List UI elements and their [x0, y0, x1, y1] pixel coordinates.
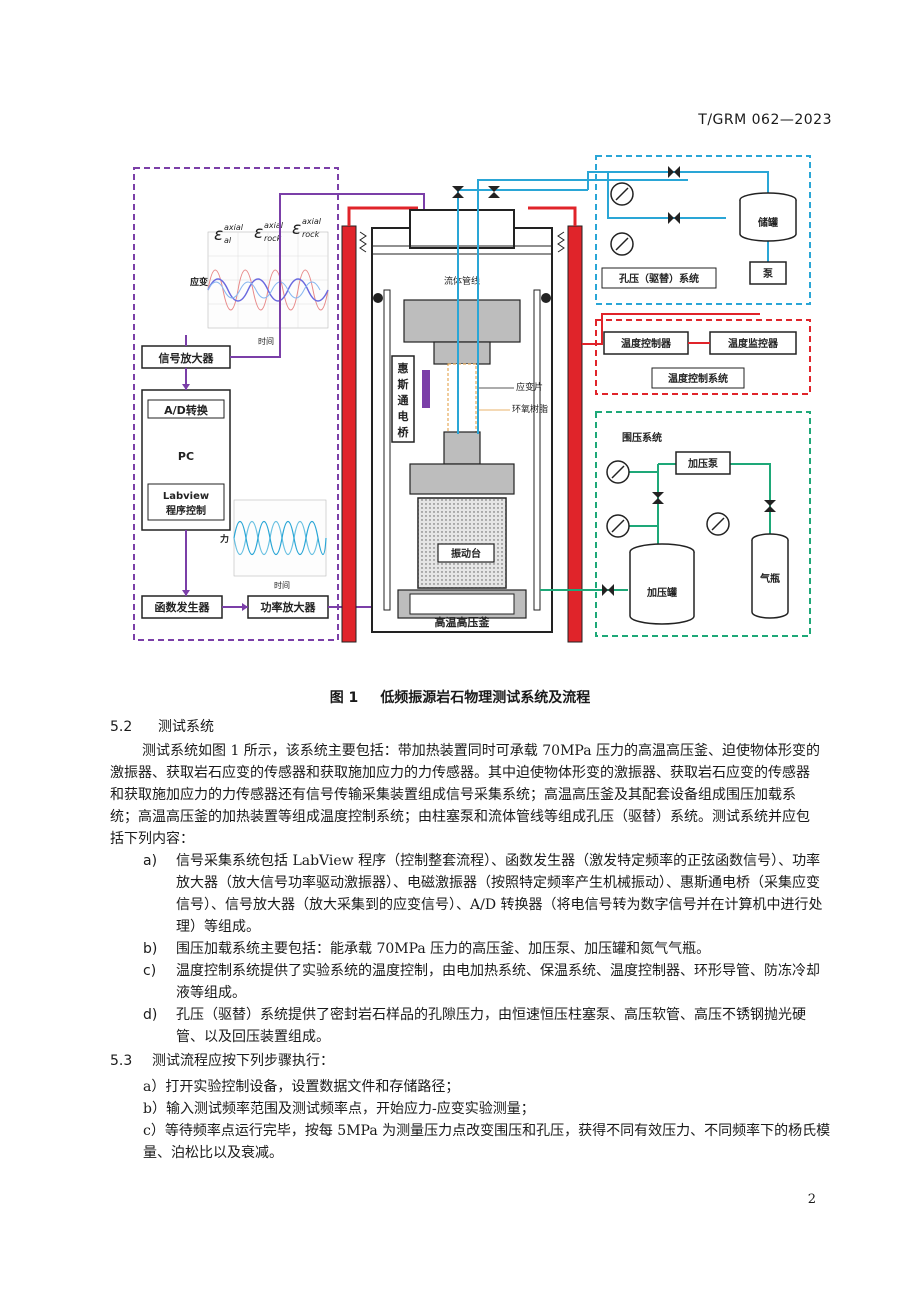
valve-top-right: [488, 186, 500, 198]
svg-text:axial: axial: [302, 217, 322, 226]
list-item-b: b) 围压加载系统主要包括：能承载 70MPa 压力的高压釜、加压泵、加压罐和氮…: [143, 938, 833, 960]
confining-system-box: [595, 411, 811, 637]
signal-amplifier-label: 信号放大器: [159, 351, 215, 365]
document-code: T/GRM 062—2023: [698, 112, 832, 128]
pressure-vessel: [341, 206, 583, 643]
list-item-label: c): [143, 963, 157, 979]
valve-pore-2: [668, 212, 680, 224]
force-axis-label: 力: [220, 533, 229, 545]
fluid-line-label: 流体管线: [444, 275, 480, 287]
svg-text:惠: 惠: [398, 361, 409, 375]
conf-system-label: 围压系统: [622, 431, 662, 444]
strain-gauge-element: [422, 370, 430, 408]
svg-text:桥: 桥: [398, 425, 410, 439]
list-item-text: 温度控制系统提供了实验系统的温度控制，由电加热系统、保温系统、温度控制器、环形导…: [176, 963, 820, 1001]
power-amplifier-label: 功率放大器: [261, 600, 317, 614]
valve-top-left: [452, 186, 464, 198]
valve-conf-1: [652, 492, 664, 504]
storage-label: 储罐: [757, 216, 778, 229]
step-b: b）输入测试频率范围及测试频率点，开始应力-应变实验测量；: [143, 1101, 535, 1117]
svg-text:通: 通: [398, 394, 409, 407]
temp-controller-label: 温度控制器: [621, 337, 672, 350]
list-item-a: a) 信号采集系统包括 LabView 程序（控制整套流程）、函数发生器（激发特…: [143, 850, 833, 938]
valve-conf-3: [602, 584, 614, 596]
strain-axis-label: 应变: [190, 276, 208, 288]
figure-caption: 图 1 低频振源岩石物理测试系统及流程: [0, 687, 920, 707]
gas-cylinder-label: 气瓶: [759, 572, 780, 585]
epsilon-rock2-label: ε axial rock: [292, 217, 322, 239]
epoxy-label: 环氧树脂: [512, 403, 548, 415]
time-axis-label: 时间: [258, 336, 274, 346]
pressure-tank: [629, 543, 695, 625]
figure-caption-text: 低频振源岩石物理测试系统及流程: [380, 690, 591, 706]
temp-system-label: 温度控制系统: [668, 372, 728, 385]
epsilon-rock-label: ε axial rock: [254, 221, 284, 243]
step-c: c）等待频率点运行完毕，按每 5MPa 为测量压力点改变围压和孔压，获得不同有效…: [143, 1123, 831, 1161]
svg-text:axial: axial: [224, 223, 244, 232]
section-5-2-paragraph: 测试系统如图 1 所示，该系统主要包括：带加热装置同时可承载 70MPa 压力的…: [110, 740, 822, 850]
list-item-label: d): [143, 1007, 158, 1023]
labview-label-2: 程序控制: [166, 504, 206, 517]
pressure-tank-label: 加压罐: [646, 586, 677, 599]
pore-system-box: [595, 155, 811, 305]
svg-text:rock: rock: [302, 230, 320, 239]
svg-text:斯: 斯: [398, 377, 409, 391]
section-title: 测试系统: [158, 719, 214, 735]
time-axis-label-2: 时间: [274, 580, 290, 590]
valve-conf-2: [764, 500, 776, 512]
list-item-c: c) 温度控制系统提供了实验系统的温度控制，由电加热系统、保温系统、温度控制器、…: [143, 960, 833, 1004]
function-generator-label: 函数发生器: [155, 600, 211, 614]
signal-system-box: [133, 167, 339, 641]
valve-pore-1: [668, 166, 680, 178]
strain-gauge-label: 应变片: [516, 381, 543, 393]
section-title: 测试流程应按下列步骤执行：: [152, 1053, 334, 1069]
pc-label: PC: [178, 450, 194, 463]
list-item-label: a): [143, 853, 158, 869]
paragraph-text: 测试系统如图 1 所示，该系统主要包括：带加热装置同时可承载 70MPa 压力的…: [110, 743, 820, 847]
force-plot: [233, 499, 327, 577]
shaker-label: 振动台: [451, 547, 481, 560]
labview-label-1: Labview: [163, 491, 209, 502]
section-number: 5.3: [110, 1053, 133, 1069]
svg-text:rock: rock: [264, 234, 282, 243]
storage-tank: [739, 192, 797, 242]
pore-system-label: 孔压（驱替）系统: [619, 272, 699, 285]
svg-text:al: al: [224, 236, 232, 245]
pump-label: 泵: [763, 268, 774, 280]
section-5-3-heading: 5.3 测试流程应按下列步骤执行：: [110, 1050, 334, 1070]
ad-convert-label: A/D转换: [164, 403, 209, 417]
temperature-system-box: [595, 319, 811, 395]
list-item-label: b): [143, 941, 158, 957]
temp-monitor-label: 温度监控器: [728, 337, 779, 350]
svg-text:axial: axial: [264, 221, 284, 230]
pump-box: [749, 261, 787, 285]
shaker-box: [437, 543, 495, 563]
system-diagram: 应变 时间 ε axial al ε axial rock ε axial ro…: [128, 150, 818, 650]
list-item-d: d) 孔压（驱替）系统提供了密封岩石样品的孔隙压力，由恒速恒压柱塞泵、高压软管、…: [143, 1004, 833, 1048]
boost-pump-label: 加压泵: [687, 457, 719, 470]
list-item-text: 围压加载系统主要包括：能承载 70MPa 压力的高压釜、加压泵、加压罐和氮气气瓶…: [176, 941, 711, 957]
list-item-text: 孔压（驱替）系统提供了密封岩石样品的孔隙压力，由恒速恒压柱塞泵、高压软管、高压不…: [176, 1007, 806, 1045]
strain-plot: [207, 231, 329, 329]
svg-text:ε: ε: [292, 219, 301, 239]
svg-text:电: 电: [398, 409, 409, 423]
step-a: a）打开实验控制设备，设置数据文件和存储路径；: [143, 1079, 460, 1095]
section-number: 5.2: [110, 719, 133, 735]
wheatstone-bridge-label: 惠 斯 通 电 桥: [398, 361, 410, 439]
boost-pump-box: [675, 451, 731, 475]
svg-text:ε: ε: [254, 223, 263, 243]
epsilon-al-label: ε axial al: [214, 223, 244, 245]
vessel-label: 高温高压釜: [435, 615, 491, 629]
wheatstone-bridge-box: [391, 355, 415, 443]
figure-caption-num: 图 1: [329, 690, 359, 706]
gas-cylinder: [751, 533, 789, 619]
page-number: 2: [807, 1192, 816, 1207]
section-5-2-heading: 5.2 测试系统: [110, 716, 214, 736]
list-item-text: 信号采集系统包括 LabView 程序（控制整套流程）、函数发生器（激发特定频率…: [176, 853, 823, 935]
svg-text:ε: ε: [214, 225, 223, 245]
